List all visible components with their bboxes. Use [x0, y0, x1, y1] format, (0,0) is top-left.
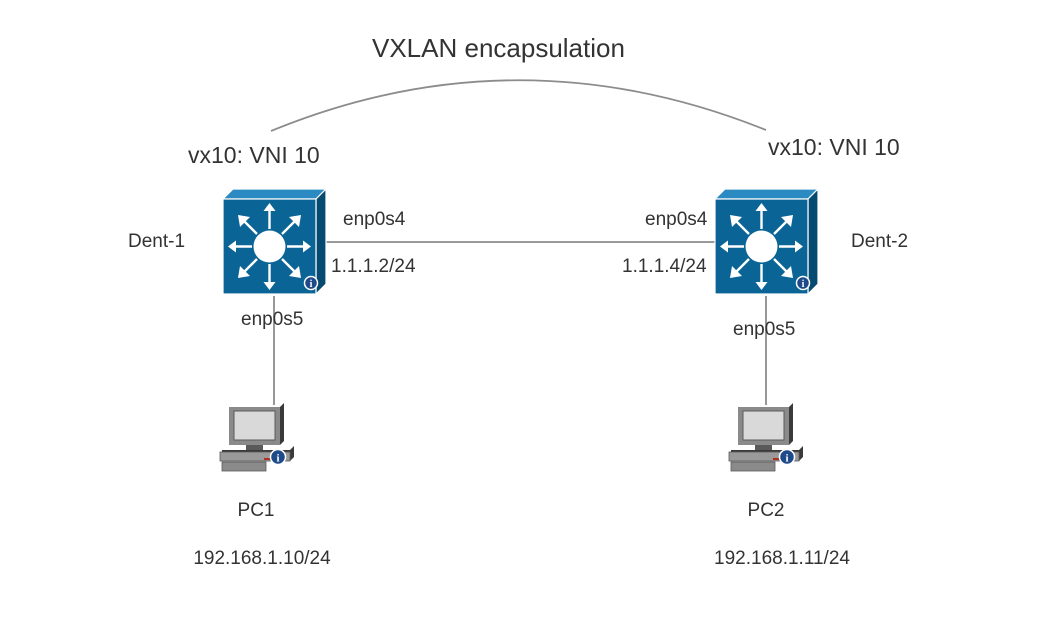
dent-1-uplink-iface: enp0s4 — [343, 209, 406, 230]
vxlan-tunnel-arc — [270, 79, 767, 132]
switch-name-dent-1: Dent-1 — [128, 231, 186, 252]
dent-1-host-iface: enp0s5 — [241, 309, 304, 330]
vni-label-left: vx10: VNI 10 — [188, 142, 320, 168]
dent-2-uplink-ip: 1.1.1.4/24 — [622, 256, 707, 277]
host-ip-pc2: 192.168.1.11/24 — [714, 548, 850, 569]
workstation-icon — [728, 402, 804, 472]
diagram-title: VXLAN encapsulation — [372, 33, 625, 63]
dent-1-uplink-ip: 1.1.1.2/24 — [331, 256, 416, 277]
switch-name-dent-2: Dent-2 — [851, 231, 909, 252]
vni-label-right: vx10: VNI 10 — [768, 134, 900, 160]
host-ip-pc1: 192.168.1.10/24 — [193, 548, 331, 569]
dent-2-uplink-iface: enp0s4 — [645, 209, 708, 230]
layer3-switch-icon — [713, 187, 820, 296]
workstation-icon — [219, 402, 295, 472]
layer3-switch-icon — [221, 187, 328, 296]
dent-2-host-iface: enp0s5 — [733, 319, 796, 340]
host-name-pc2: PC2 — [747, 500, 785, 521]
host-name-pc1: PC1 — [237, 500, 275, 521]
